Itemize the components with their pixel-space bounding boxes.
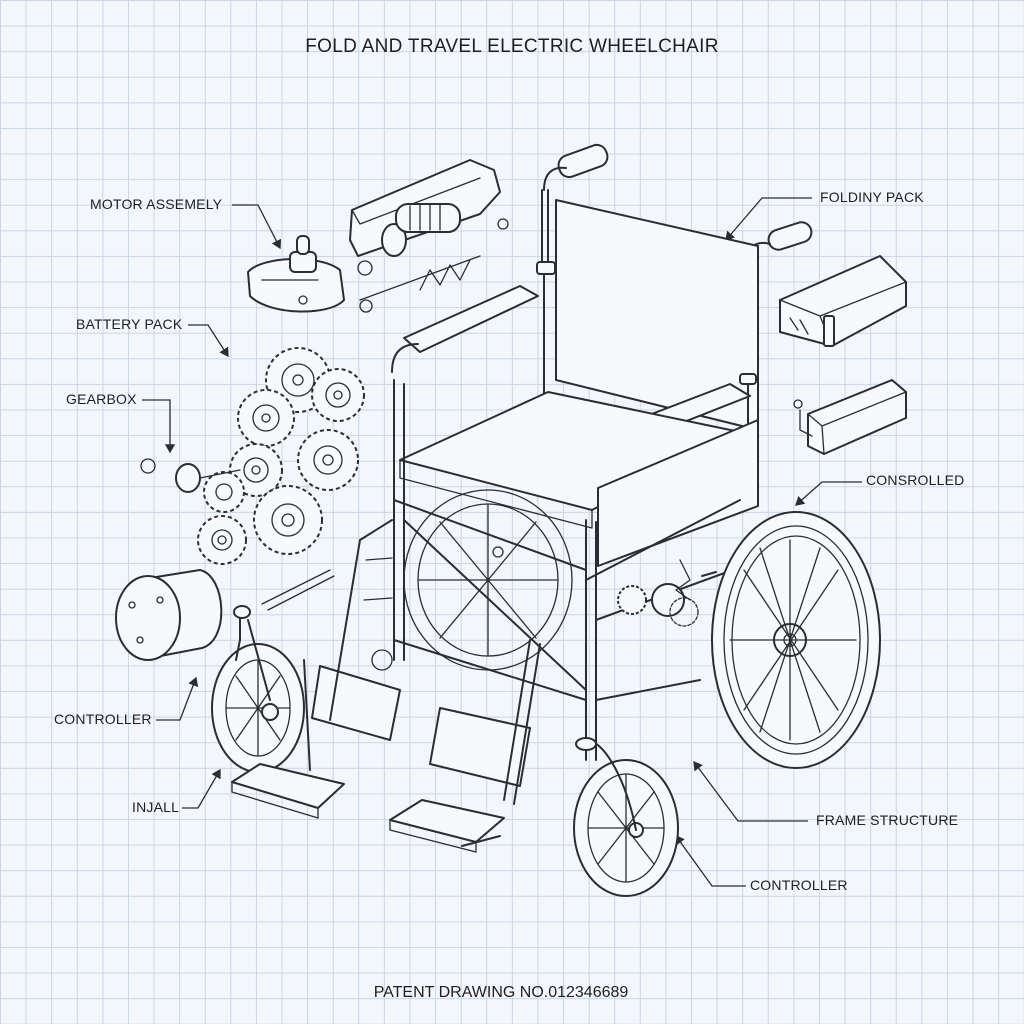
label-controller-left: CONTROLLER	[54, 711, 152, 727]
gear-2	[311, 368, 365, 422]
motor-housing-part	[349, 159, 509, 313]
label-injall: INJALL	[132, 799, 180, 815]
front-caster-wheel-part	[573, 737, 679, 897]
label-controller-bottom: CONTROLLER	[750, 877, 848, 893]
folding-pack-part	[779, 255, 907, 347]
label-consrolled: CONSROLLED	[866, 472, 965, 488]
gear-3	[237, 389, 295, 447]
leader-lines	[142, 197, 862, 887]
battery-pack-part	[793, 379, 907, 455]
left-caster-wheel-part	[211, 605, 305, 773]
diagram-title: FOLD AND TRAVEL ELECTRIC WHEELCHAIR	[305, 36, 719, 57]
wheelchair-frame	[329, 143, 813, 761]
gear-5	[229, 443, 283, 497]
label-gearbox: GEARBOX	[66, 391, 137, 407]
label-frame-structure: FRAME STRUCTURE	[816, 812, 959, 828]
label-motor-assembly: MOTOR ASSEMELY	[90, 196, 223, 212]
center-footplate-part	[389, 639, 541, 853]
gear-7	[197, 515, 247, 565]
gear-6	[253, 485, 323, 555]
patent-drawing-number: PATENT DRAWING NO.012346689	[373, 984, 629, 1001]
label-battery-pack: BATTERY PACK	[76, 316, 183, 332]
gear-8	[203, 471, 245, 513]
rear-wheel-part	[711, 511, 881, 769]
label-folding-pack: FOLDINY PACK	[820, 189, 924, 205]
joystick-controller-part	[247, 235, 345, 313]
left-footplate-part	[231, 659, 401, 819]
gearbox-part	[140, 347, 365, 565]
gear-4	[297, 429, 359, 491]
motor-cylinder-part	[115, 569, 335, 661]
